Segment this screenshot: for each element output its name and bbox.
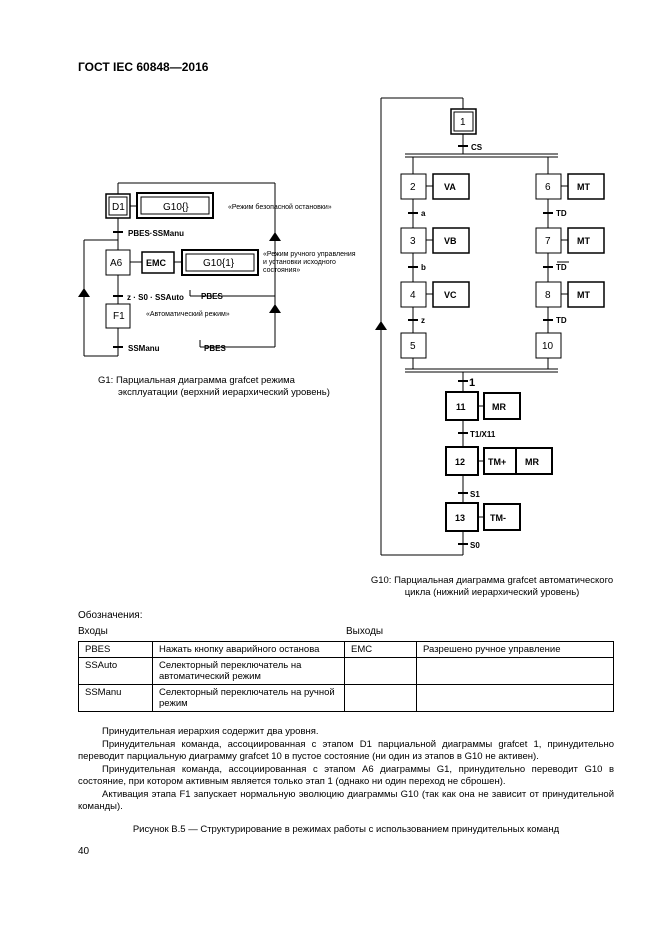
g10-loop-arrow-up [375, 321, 387, 330]
g1-transition-f1: SSManu [128, 344, 160, 353]
document-standard-header: ГОСТ IEC 60848—2016 [78, 60, 209, 74]
g10-step-2-label: 2 [410, 182, 416, 193]
output-name [344, 657, 417, 685]
g10-action-mt1: MT [577, 182, 590, 192]
symbols-table: PBES Нажать кнопку аварийного останова E… [78, 641, 614, 712]
g10-action-mt1-box [567, 173, 605, 200]
g1-note-a6-line1: «Режим ручного управления [263, 251, 356, 258]
g1-note-f1: «Автоматический режим» [146, 310, 230, 318]
figure-caption: Рисунок В.5 — Структурирование в режимах… [132, 824, 560, 835]
g10-action-mr2: MR [525, 457, 539, 467]
g10-step-1-label: 1 [460, 117, 466, 128]
output-name [344, 684, 417, 712]
g1-note-d1: «Режим безопасной остановки» [228, 203, 332, 211]
legend-title: Обозначения: [78, 610, 143, 621]
g1-caption: G1: Парциальная диаграмма grafcet режима… [98, 375, 398, 399]
input-name: SSAuto [78, 657, 153, 685]
g1-note-a6-line3: состояния» [263, 267, 300, 274]
legend-outputs-heading: Выходы [346, 626, 384, 637]
g10-transition-cs: CS [471, 143, 483, 152]
output-description [416, 657, 614, 685]
g1-transition-a6: z · S0 · SSAuto [127, 293, 184, 302]
g10-transition-t1x11: T1/X11 [470, 430, 496, 439]
g10-transition-td1: TD [556, 209, 567, 218]
g1-macro-d1-label: G10{} [163, 202, 189, 213]
g10-step-3-label: 3 [410, 236, 416, 247]
g10-transition-s1: S1 [470, 490, 480, 499]
g10-caption: G10: Парциальная диаграмма grafcet автом… [342, 575, 642, 599]
input-description: Нажать кнопку аварийного останова [152, 641, 345, 658]
g10-transition-one: 1 [469, 377, 475, 389]
g10-action-vb: VB [444, 236, 457, 246]
g10-step-10-label: 10 [542, 341, 554, 352]
g10-step-7-label: 7 [545, 236, 551, 247]
g10-transition-z: z [421, 316, 425, 325]
g10-action-vc-box [432, 281, 470, 308]
g1-right-arrow-up-2 [269, 232, 281, 241]
g10-action-tmplus: TM+ [488, 457, 506, 467]
g10-action-mr1: MR [492, 402, 506, 412]
g1-step-d1-label: D1 [112, 202, 125, 213]
g1-macro-d1-box [136, 192, 214, 219]
g1-transition-a6-right: PBES [201, 292, 223, 301]
g10-action-va: VA [444, 182, 456, 192]
g1-loop-arrow-up [78, 288, 90, 297]
table-row: SSManu Селекторный переключатель на ручн… [78, 684, 614, 712]
g1-transition-f1-right: PBES [204, 344, 226, 353]
input-name: PBES [78, 641, 153, 658]
g10-step-13-label: 13 [455, 513, 465, 523]
paragraph-3: Принудительная команда, ассоциированная … [78, 764, 614, 787]
output-description [416, 684, 614, 712]
g10-transition-a: a [421, 209, 426, 218]
g10-step-4-label: 4 [410, 290, 416, 301]
paragraph-1: Принудительная иерархия содержит два уро… [102, 726, 319, 737]
g1-step-a6-label: A6 [110, 258, 123, 269]
g10-action-mr2-box [515, 447, 553, 475]
g10-step-5-label: 5 [410, 341, 416, 352]
legend-inputs-heading: Входы [78, 626, 108, 637]
g10-transition-b: b [421, 263, 426, 272]
g10-action-mt2-box [567, 227, 605, 254]
page-number: 40 [78, 846, 90, 857]
g10-action-mt3-box [567, 281, 605, 308]
input-description: Селекторный переключатель на автоматичес… [152, 657, 345, 685]
g10-action-va-box [432, 173, 470, 200]
g10-transition-td2: TD [556, 263, 567, 272]
output-description: Разрешено ручное управление [416, 641, 614, 658]
g10-action-mt3: MT [577, 290, 590, 300]
g10-action-tmminus: TM- [490, 513, 506, 523]
g10-action-vc: VC [444, 290, 457, 300]
paragraph-2: Принудительная команда, ассоциированная … [78, 739, 614, 762]
g10-step-8-label: 8 [545, 290, 551, 301]
g10-action-vb-box [432, 227, 470, 254]
input-description: Селекторный переключатель на ручной режи… [152, 684, 345, 712]
g1-caption-line2: эксплуатации (верхний иерархический уров… [118, 387, 330, 398]
table-row: PBES Нажать кнопку аварийного останова E… [78, 641, 614, 658]
g1-right-arrow-up [269, 304, 281, 313]
g10-transition-td3: TD [556, 316, 567, 325]
g1-macro-a6-label: G10{1} [203, 258, 235, 269]
g10-action-tmminus-box [483, 503, 521, 531]
g10-caption-line2: цикла (нижний иерархический уровень) [404, 587, 580, 598]
g1-action-emc-label: EMC [146, 258, 167, 268]
g10-action-mr1-box [483, 392, 521, 420]
g1-note-a6-line2: и установки исходного [263, 259, 336, 266]
input-name: SSManu [78, 684, 153, 712]
g1-transition-d1: PBES·SSManu [128, 229, 184, 238]
g1-step-f1-label: F1 [113, 311, 125, 322]
g1-caption-line1: G1: Парциальная диаграмма grafcet режима [98, 375, 295, 386]
g10-step-6-label: 6 [545, 182, 551, 193]
paragraph-4: Активация этапа F1 запускает нормальную … [78, 789, 614, 812]
g10-step-11-label: 11 [456, 402, 466, 412]
g10-step-12-label: 12 [455, 457, 465, 467]
g10-caption-line1: G10: Парциальная диаграмма grafcet автом… [370, 575, 614, 586]
g10-action-mt2: MT [577, 236, 590, 246]
output-name: EMC [344, 641, 417, 658]
g10-transition-s0: S0 [470, 541, 480, 550]
g1-macro-a6-box [181, 249, 259, 276]
table-row: SSAuto Селекторный переключатель на авто… [78, 657, 614, 685]
g1-step-d1-inner [108, 196, 128, 216]
